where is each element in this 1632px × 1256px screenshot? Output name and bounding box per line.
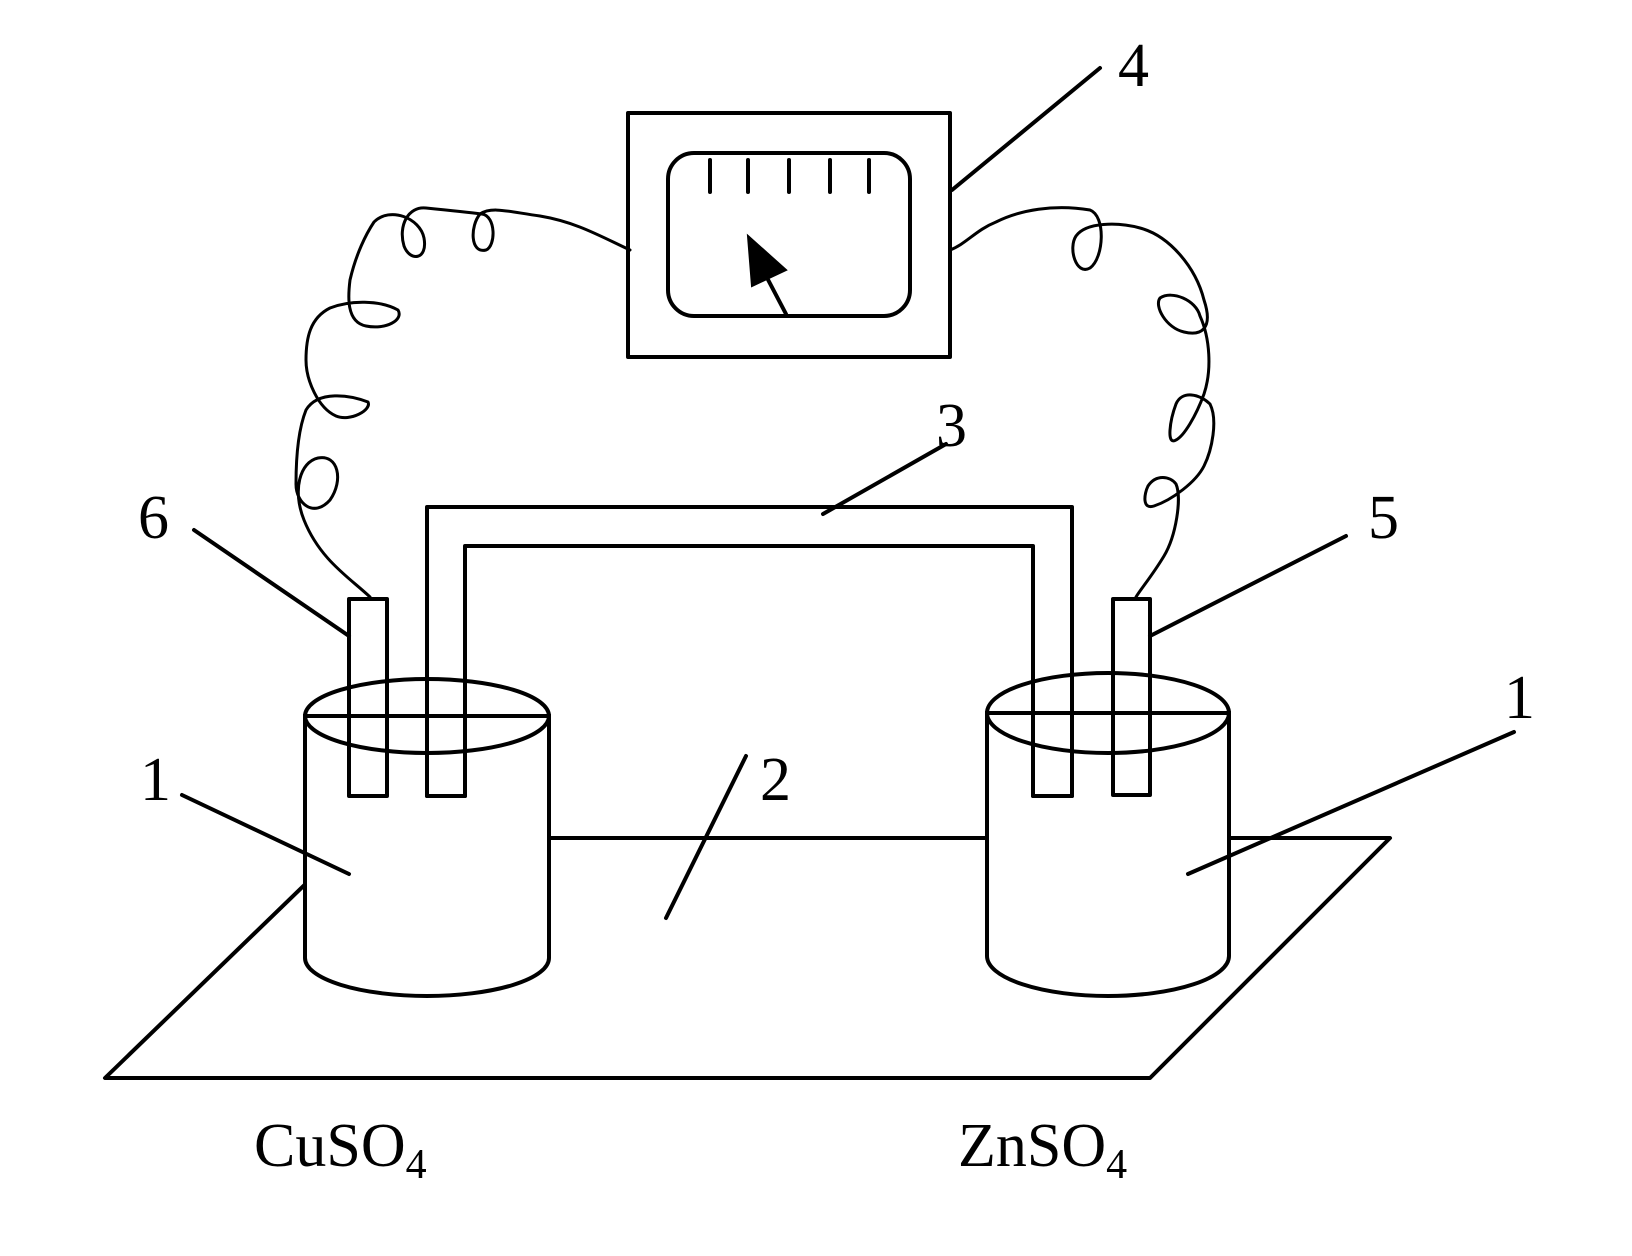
meter-needle-arrowhead — [746, 233, 788, 288]
label-salt-bridge: 3 — [936, 392, 967, 460]
wire-right — [948, 206, 1216, 599]
solution-label-right: ZnSO4 — [958, 1112, 1127, 1188]
label-beaker-right: 1 — [1504, 664, 1535, 732]
meter — [626, 111, 952, 359]
label-electrode-right: 5 — [1368, 484, 1399, 552]
beaker-right — [985, 671, 1231, 998]
label-beaker-left: 1 — [140, 746, 171, 814]
solution-label-left: CuSO4 — [254, 1112, 427, 1188]
base-plate — [103, 836, 1392, 1080]
label-base: 2 — [760, 746, 791, 814]
electrode-right — [1111, 597, 1152, 797]
electrode-left — [347, 597, 389, 798]
wire-left — [294, 206, 632, 599]
meter-dial — [666, 151, 912, 318]
label-electrode-left: 6 — [138, 484, 169, 552]
salt-bridge — [425, 505, 1074, 798]
leader-lines — [180, 66, 1516, 920]
label-meter: 4 — [1118, 32, 1149, 100]
